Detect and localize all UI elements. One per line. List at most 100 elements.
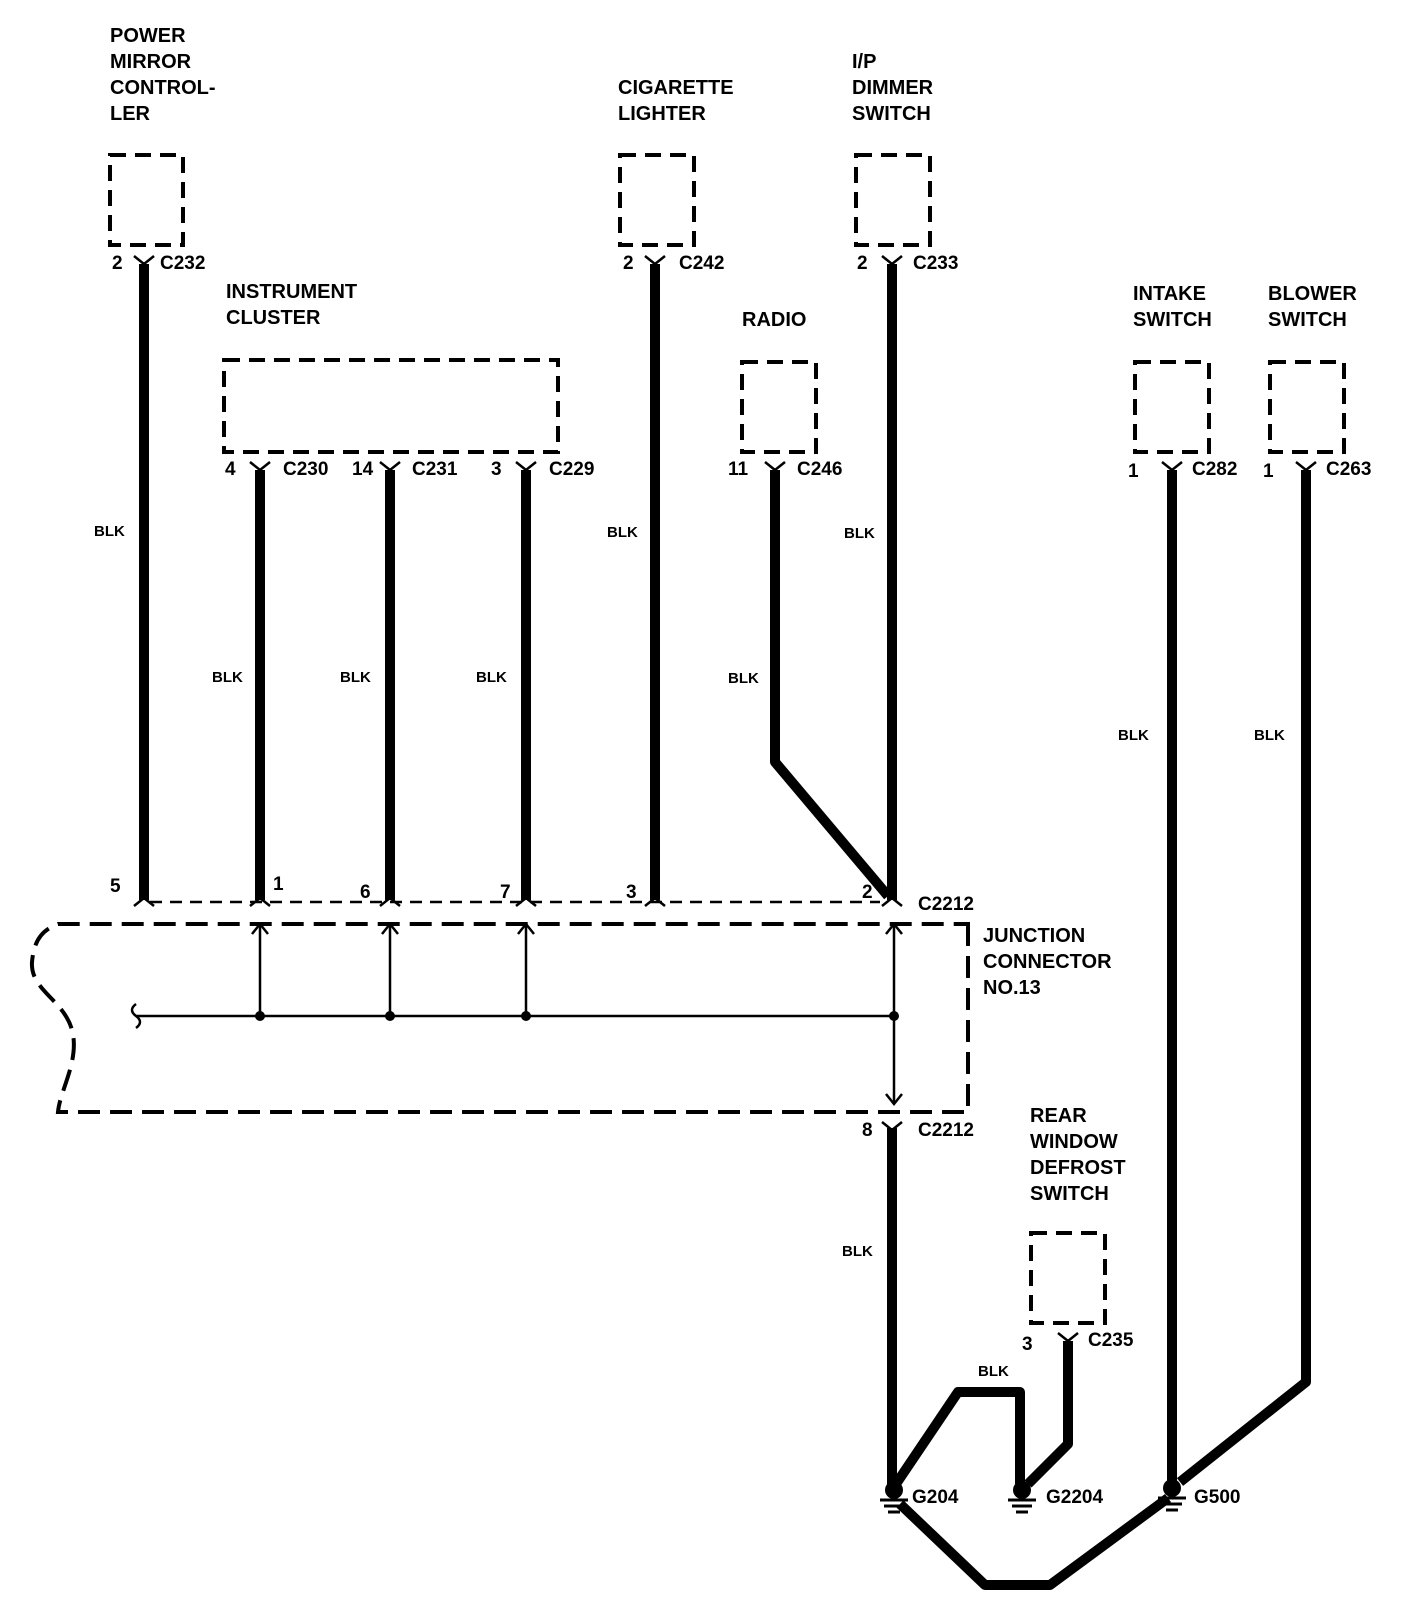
pin-c235: 3	[1022, 1334, 1033, 1355]
wire-g204-to-g500	[896, 1493, 1171, 1590]
terminal-jc-pin-1	[249, 896, 271, 907]
junction-arrow-pin-8	[885, 1093, 903, 1107]
terminal-jc-pin-7	[515, 896, 537, 907]
jc-pin-3: 3	[626, 882, 637, 903]
junction-arrow-pin-1	[251, 921, 269, 935]
power-mirror-label-line-2: MIRROR	[110, 51, 192, 73]
wire-color-label: BLK	[212, 669, 243, 686]
ip-dimmer-label-line-3: SWITCH	[852, 103, 931, 125]
ground-g204-label: G204	[912, 1487, 959, 1508]
jc-pin-7: 7	[500, 882, 511, 903]
terminal-jc-pin-2	[881, 896, 903, 907]
jc-pin-6: 6	[360, 882, 371, 903]
junction-label-line-3: NO.13	[983, 977, 1041, 999]
wire-color-label: BLK	[607, 524, 638, 541]
power-mirror-label: POWER MIRROR CONTROL- LER	[110, 25, 216, 125]
jc-connector-bottom: C2212	[918, 1120, 974, 1141]
terminal-c263	[1295, 461, 1317, 472]
wire-color-label: BLK	[1118, 727, 1149, 744]
rear-defrost-box	[1029, 1231, 1107, 1325]
terminal-c282	[1161, 461, 1183, 472]
pin-c242: 2	[623, 253, 634, 274]
cigarette-lighter-label: CIGARETTE LIGHTER	[618, 77, 734, 125]
intake-switch-box	[1133, 360, 1211, 454]
junction-connector-box	[29, 922, 970, 1114]
c2212-top-terminals	[133, 896, 903, 907]
wire-color-label: BLK	[728, 670, 759, 687]
ground-g500-label: G500	[1194, 1487, 1240, 1508]
terminal-c230	[249, 461, 271, 472]
c2212-top-pin-labels: 5 1 6 7 3 2 C2212	[110, 874, 974, 915]
wires	[139, 264, 1311, 1590]
rear-defrost-label-line-4: SWITCH	[1030, 1183, 1109, 1205]
terminal-jc-pin-5	[133, 896, 155, 907]
power-mirror-box	[108, 153, 185, 247]
component-pin-labels: 2 C232 4 C230 14 C231 3 C229 2 C242 11 C…	[112, 253, 1371, 1355]
junction-arrow-pin-6	[381, 921, 399, 935]
junction-internal-wiring	[130, 921, 903, 1107]
terminal-c242	[644, 255, 666, 266]
pin-c231: 14	[352, 459, 374, 480]
pin-c230: 4	[225, 459, 236, 480]
ground-g204-dot	[885, 1481, 903, 1499]
wire-color-labels: BLK BLK BLK BLK BLK BLK BLK BLK BLK BLK …	[94, 523, 1285, 1380]
connector-c230: C230	[283, 459, 328, 480]
pin-c229: 3	[491, 459, 502, 480]
pin-c233: 2	[857, 253, 868, 274]
connector-c232: C232	[160, 253, 205, 274]
ip-dimmer-box	[854, 153, 932, 247]
ground-g2204: G2204	[1008, 1481, 1103, 1514]
terminal-c233	[881, 255, 903, 266]
wire-rear-defrost	[1024, 1341, 1073, 1488]
junction-label-line-2: CONNECTOR	[983, 951, 1112, 973]
junction-splice-dot	[255, 1011, 265, 1021]
blower-switch-label-line-1: BLOWER	[1268, 283, 1357, 305]
cigarette-lighter-label-line-1: CIGARETTE	[618, 77, 734, 99]
pin-c282: 1	[1128, 461, 1139, 482]
instrument-cluster-box	[222, 358, 560, 454]
intake-switch-label: INTAKE SWITCH	[1133, 283, 1212, 331]
wire-g204-to-g2204	[891, 1387, 1025, 1487]
ground-g2204-dot	[1013, 1481, 1031, 1499]
connector-c231: C231	[412, 459, 458, 480]
junction-splice-dot	[889, 1011, 899, 1021]
junction-splice-dot	[521, 1011, 531, 1021]
instrument-cluster-label-line-1: INSTRUMENT	[226, 281, 357, 303]
pin-c232: 2	[112, 253, 123, 274]
connector-c242: C242	[679, 253, 724, 274]
jc-pin-1: 1	[273, 874, 284, 895]
terminal-jc-pin-8	[881, 1121, 903, 1132]
wire-blower-switch	[1176, 470, 1311, 1486]
ground-g2204-label: G2204	[1046, 1487, 1103, 1508]
connector-c263: C263	[1326, 459, 1371, 480]
junction-bus-break	[130, 1003, 142, 1029]
pin-c246: 11	[728, 459, 749, 480]
junction-arrow-pin-7	[517, 921, 535, 935]
ground-g500-dot	[1163, 1479, 1181, 1497]
ip-dimmer-label: I/P DIMMER SWITCH	[852, 51, 934, 125]
connector-c235: C235	[1088, 1330, 1134, 1351]
connector-c246: C246	[797, 459, 842, 480]
pin-c263: 1	[1263, 461, 1274, 482]
terminal-c246	[764, 461, 786, 472]
cigarette-lighter-label-line-2: LIGHTER	[618, 103, 706, 125]
ground-symbol-icon	[880, 1498, 908, 1514]
ground-g204: G204	[880, 1481, 959, 1514]
jc-pin-8: 8	[862, 1120, 873, 1141]
terminal-jc-pin-3	[644, 896, 666, 907]
jc-pin-5: 5	[110, 876, 121, 897]
connector-c233: C233	[913, 253, 958, 274]
wire-color-label: BLK	[340, 669, 371, 686]
rear-defrost-label-line-1: REAR	[1030, 1105, 1087, 1127]
radio-label: RADIO	[742, 309, 806, 331]
rear-defrost-label-line-3: DEFROST	[1030, 1157, 1126, 1179]
instrument-cluster-label-line-2: CLUSTER	[226, 307, 321, 329]
ip-dimmer-label-line-1: I/P	[852, 51, 876, 73]
junction-arrow-pin-2	[885, 921, 903, 935]
blower-switch-box	[1268, 360, 1346, 454]
connector-c229: C229	[549, 459, 594, 480]
radio-box	[740, 360, 818, 454]
wire-color-label: BLK	[94, 523, 125, 540]
terminal-c231	[379, 461, 401, 472]
